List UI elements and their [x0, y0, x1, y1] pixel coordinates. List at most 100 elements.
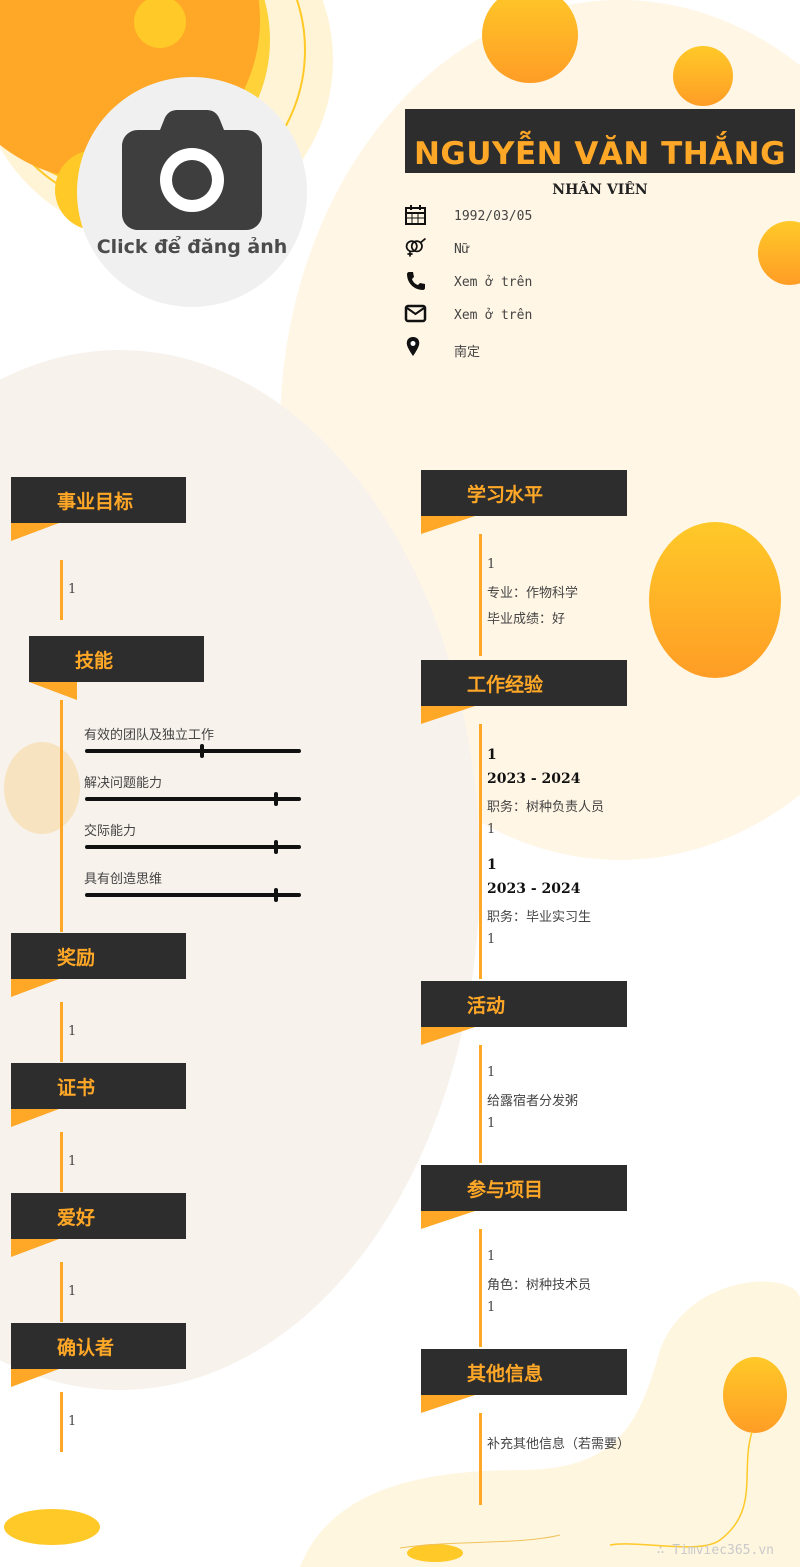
gender-icon — [405, 237, 426, 257]
job-period: 2023 - 2024 — [487, 771, 581, 787]
section-title: 证书 — [57, 1077, 96, 1099]
section-title: 爱好 — [57, 1207, 96, 1229]
career-goal-text: 1 — [68, 582, 77, 597]
job-description: 1 — [487, 822, 496, 837]
job-company: 1 — [487, 857, 497, 873]
job-position: 职务：毕业实习生 — [487, 910, 592, 925]
skill-level-marker[interactable] — [274, 888, 278, 902]
ribbon-fold — [11, 523, 59, 541]
email-icon — [404, 304, 427, 323]
job-description: 1 — [487, 932, 496, 947]
section-title: 学习水平 — [467, 484, 544, 506]
education-school: 1 — [487, 557, 496, 572]
phone-value: Xem ở trên — [454, 275, 533, 290]
project-name: 1 — [487, 1249, 496, 1264]
timeline-line — [479, 1413, 482, 1505]
activity-role: 给露宿者分发粥 — [487, 1094, 579, 1109]
section-title: 技能 — [75, 650, 114, 672]
ribbon-fold — [11, 979, 59, 997]
ribbon-fold — [421, 706, 475, 724]
skill-bar — [85, 797, 301, 801]
ribbon-fold — [421, 1395, 475, 1413]
timeline-line — [60, 1262, 63, 1322]
timeline-line — [60, 1392, 63, 1452]
skill-level-marker[interactable] — [274, 792, 278, 806]
section-title: 奖励 — [57, 947, 96, 969]
contact-phone: Xem ở trên — [404, 270, 764, 294]
references-text: 1 — [68, 1414, 77, 1429]
section-education: 学习水平 — [421, 470, 627, 516]
camera-icon[interactable] — [122, 110, 262, 230]
skill-level-marker[interactable] — [274, 840, 278, 854]
timeline-line — [479, 724, 482, 979]
section-references: 确认者 — [11, 1323, 186, 1369]
skill-label: 解决问题能力 — [84, 776, 163, 791]
section-other-info: 其他信息 — [421, 1349, 627, 1395]
section-hobbies: 爱好 — [11, 1193, 186, 1239]
upload-photo-label[interactable]: Click để đăng ảnh — [96, 236, 288, 258]
timeline-line — [479, 534, 482, 656]
phone-icon — [407, 272, 425, 290]
hobbies-text: 1 — [68, 1284, 77, 1299]
ribbon-fold — [11, 1239, 59, 1257]
education-major: 专业：作物科学 — [487, 586, 579, 601]
ribbon-fold — [421, 1211, 475, 1229]
section-projects: 参与项目 — [421, 1165, 627, 1211]
timeline-line — [60, 1132, 63, 1192]
skill-bar — [85, 749, 301, 753]
timeline-line — [479, 1229, 482, 1347]
section-certificates: 证书 — [11, 1063, 186, 1109]
activity-description: 1 — [487, 1116, 496, 1131]
skill-bar — [85, 845, 301, 849]
activity-org: 1 — [487, 1065, 496, 1080]
section-activities: 活动 — [421, 981, 627, 1027]
timeline-line — [60, 560, 63, 620]
certificates-text: 1 — [68, 1154, 77, 1169]
section-title: 确认者 — [57, 1337, 115, 1359]
ribbon-fold — [29, 682, 77, 700]
name-banner — [405, 109, 795, 173]
job-company: 1 — [487, 747, 497, 763]
ribbon-fold — [421, 516, 475, 534]
timeline-line — [60, 700, 63, 932]
calendar-icon — [405, 205, 426, 225]
section-title: 其他信息 — [467, 1363, 544, 1385]
ribbon-fold — [11, 1109, 59, 1127]
email-value: Xem ở trên — [454, 308, 533, 323]
location-icon — [406, 337, 420, 356]
skill-label: 具有创造思维 — [84, 872, 163, 887]
skill-level-marker[interactable] — [200, 744, 204, 758]
section-experience: 工作经验 — [421, 660, 627, 706]
ribbon-fold — [11, 1369, 59, 1387]
skill-label: 有效的团队及独立工作 — [84, 728, 215, 743]
section-title: 参与项目 — [467, 1179, 544, 1201]
project-role: 角色：树种技术员 — [487, 1278, 592, 1293]
timeline-line — [479, 1045, 482, 1163]
contact-birthday: 1992/03/05 — [404, 204, 764, 228]
job-period: 2023 - 2024 — [487, 881, 581, 897]
full-name: NGUYỄN VĂN THẮNG — [413, 136, 787, 172]
contact-gender: Nữ — [404, 237, 764, 261]
job-title: NHÂN VIÊN — [552, 182, 648, 198]
contact-email: Xem ở trên — [404, 303, 764, 327]
section-title: 工作经验 — [467, 674, 544, 696]
section-title: 活动 — [467, 995, 506, 1017]
contact-address: 南定 — [404, 336, 764, 360]
watermark: ∴ Timviec365.vn — [656, 1543, 774, 1558]
section-skills: 技能 — [29, 636, 204, 682]
section-title: 事业目标 — [57, 491, 134, 513]
timeline-line — [60, 1002, 63, 1062]
education-result: 毕业成绩：好 — [487, 612, 566, 627]
skill-bar — [85, 893, 301, 897]
ribbon-fold — [421, 1027, 475, 1045]
section-awards: 奖励 — [11, 933, 186, 979]
awards-text: 1 — [68, 1024, 77, 1039]
address-value: 南定 — [454, 345, 481, 360]
skill-label: 交际能力 — [84, 824, 137, 839]
project-description: 1 — [487, 1300, 496, 1315]
other-info-text: 补充其他信息（若需要） — [487, 1437, 631, 1452]
section-career-goal: 事业目标 — [11, 477, 186, 523]
job-position: 职务：树种负责人员 — [487, 800, 605, 815]
gender-value: Nữ — [454, 242, 470, 257]
birthday-value: 1992/03/05 — [454, 209, 533, 224]
